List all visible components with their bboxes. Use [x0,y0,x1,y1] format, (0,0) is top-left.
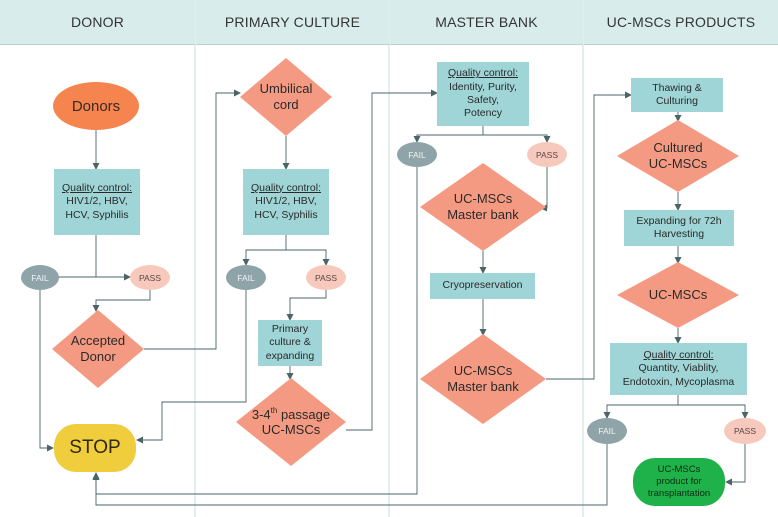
thawing-culturing-box: Thawing & Culturing [631,78,723,112]
primary-qc-line: HIV1/2, HBV, [255,195,317,208]
primary-fail-pill: FAIL [226,265,266,290]
primary-quality-control-box: Quality control: HIV1/2, HBV, HCV, Syphi… [243,169,329,235]
master-bank-label: Master bank [447,379,519,394]
master-qc-line: Potency [464,107,502,120]
lane-header-uc-mscs-products: UC-MSCs PRODUCTS [584,0,778,45]
products-pass-label: PASS [733,426,757,436]
primary-culture-expanding-box: Primary culture & expanding [258,320,322,366]
connector-fail-to-stop [39,290,54,452]
donor-qc-line: HCV, Syphilis [65,208,129,221]
lane-header-primary-culture: PRIMARY CULTURE [196,0,389,45]
thawing-label: Culturing [655,95,698,107]
products-qc-line: Endotoxin, Mycoplasma [622,375,735,388]
passage-label: UC-MSCs [261,422,321,438]
primary-qc-line: HCV, Syphilis [254,208,318,221]
stop-terminal: STOP [54,424,136,472]
primary-culture-label: expanding [265,349,315,362]
accepted-donor-label: Accepted [70,333,126,349]
connector-fail-to-stop [136,290,247,444]
master-quality-control-box: Quality control: Identity, Purity, Safet… [437,62,529,126]
cultured-uc-mscs-diamond: Cultured UC-MSCs [617,120,739,192]
connector-qc-to-fail [603,395,679,419]
connector-qc-to-fail [413,126,484,143]
donors-label: Donors [71,97,121,115]
umbilical-cord-label: Umbilical [259,81,313,97]
lane-header-master-bank: MASTER BANK [390,0,583,45]
primary-pass-label: PASS [314,272,338,283]
master-fail-pill: FAIL [397,142,437,167]
accepted-donor-label: Donor [80,349,116,364]
cryopreservation-label: Cryopreservation [442,279,523,292]
umbilical-cord-diamond: Umbilical cord [240,58,332,136]
donor-qc-title: Quality control: [61,181,133,194]
passage-label: 3-4th passage [251,406,331,422]
master-pass-label: PASS [535,149,559,160]
master-pass-pill: PASS [527,142,567,167]
primary-pass-pill: PASS [306,265,346,290]
donor-pass-label: PASS [138,272,162,283]
master-bank-label: UC-MSCs [453,363,513,379]
donor-fail-pill: FAIL [21,265,59,290]
products-fail-pill: FAIL [587,418,627,444]
cryopreservation-box: Cryopreservation [430,273,535,299]
products-pass-pill: PASS [724,418,766,444]
connector-qc-to-pass [678,404,749,419]
stop-label: STOP [69,437,121,458]
master-bank-label: UC-MSCs [453,191,513,207]
connector-accepted-to-cord [144,89,241,350]
final-product-label: transplantation [647,487,711,499]
primary-culture-label: Primary [271,322,309,335]
connector-pass-to-culture [286,290,327,321]
products-quality-control-box: Quality control: Quantity, Viablity, End… [610,343,747,395]
connector-qc-to-pass [483,134,551,143]
donor-fail-label: FAIL [31,272,49,283]
primary-qc-title: Quality control: [250,181,322,194]
master-qc-title: Quality control: [447,67,519,80]
donor-quality-control-box: Quality control: HIV1/2, HBV, HCV, Syphi… [54,169,140,235]
master-fail-label: FAIL [408,149,426,160]
accepted-donor-diamond: Accepted Donor [52,310,144,388]
cultured-label: UC-MSCs [648,156,708,171]
master-bank-diamond-2: UC-MSCs Master bank [420,334,546,424]
passage-uc-mscs-diamond: 3-4th passage UC-MSCs [236,378,346,466]
donor-qc-line: HIV1/2, HBV, [66,195,128,208]
products-qc-title: Quality control: [643,348,714,361]
donors-oval: Donors [53,82,139,130]
connector-passage-to-master-qc [346,89,438,431]
final-product-label: UC-MSCs [657,464,701,476]
connector-qc-to-fail [242,235,287,266]
lane-header-donor: DONOR [0,0,195,45]
products-qc-line: Quantity, Viablity, [638,362,719,375]
master-qc-line: Safety, [467,94,499,106]
master-qc-line: Identity, Purity, [449,80,517,93]
connector-bank-to-thawing [546,91,632,380]
umbilical-cord-label: cord [273,97,299,112]
expanding-label: Expanding for 72h [636,214,722,227]
cultured-label: Cultured [653,140,703,156]
expanding-harvesting-box: Expanding for 72h Harvesting [624,210,734,246]
thawing-label: Thawing & [652,81,702,94]
uc-mscs-label: UC-MSCs [648,287,708,303]
final-product-label: product for [656,476,702,488]
connector-fail-to-stop [92,444,608,506]
products-fail-label: FAIL [598,426,616,436]
final-product-terminal: UC-MSCs product for transplantation [633,458,725,506]
uc-mscs-diamond: UC-MSCs [617,262,739,328]
connector-pass-to-final [725,444,746,486]
master-bank-diamond-1: UC-MSCs Master bank [420,163,546,251]
connector-pass-to-accepted [92,290,151,312]
expanding-label: Harvesting [653,228,705,240]
connector-qc-to-pass [286,249,330,266]
donor-pass-pill: PASS [130,265,170,290]
primary-fail-label: FAIL [237,272,255,283]
primary-culture-label: culture & [269,336,311,349]
master-bank-label: Master bank [447,207,519,222]
